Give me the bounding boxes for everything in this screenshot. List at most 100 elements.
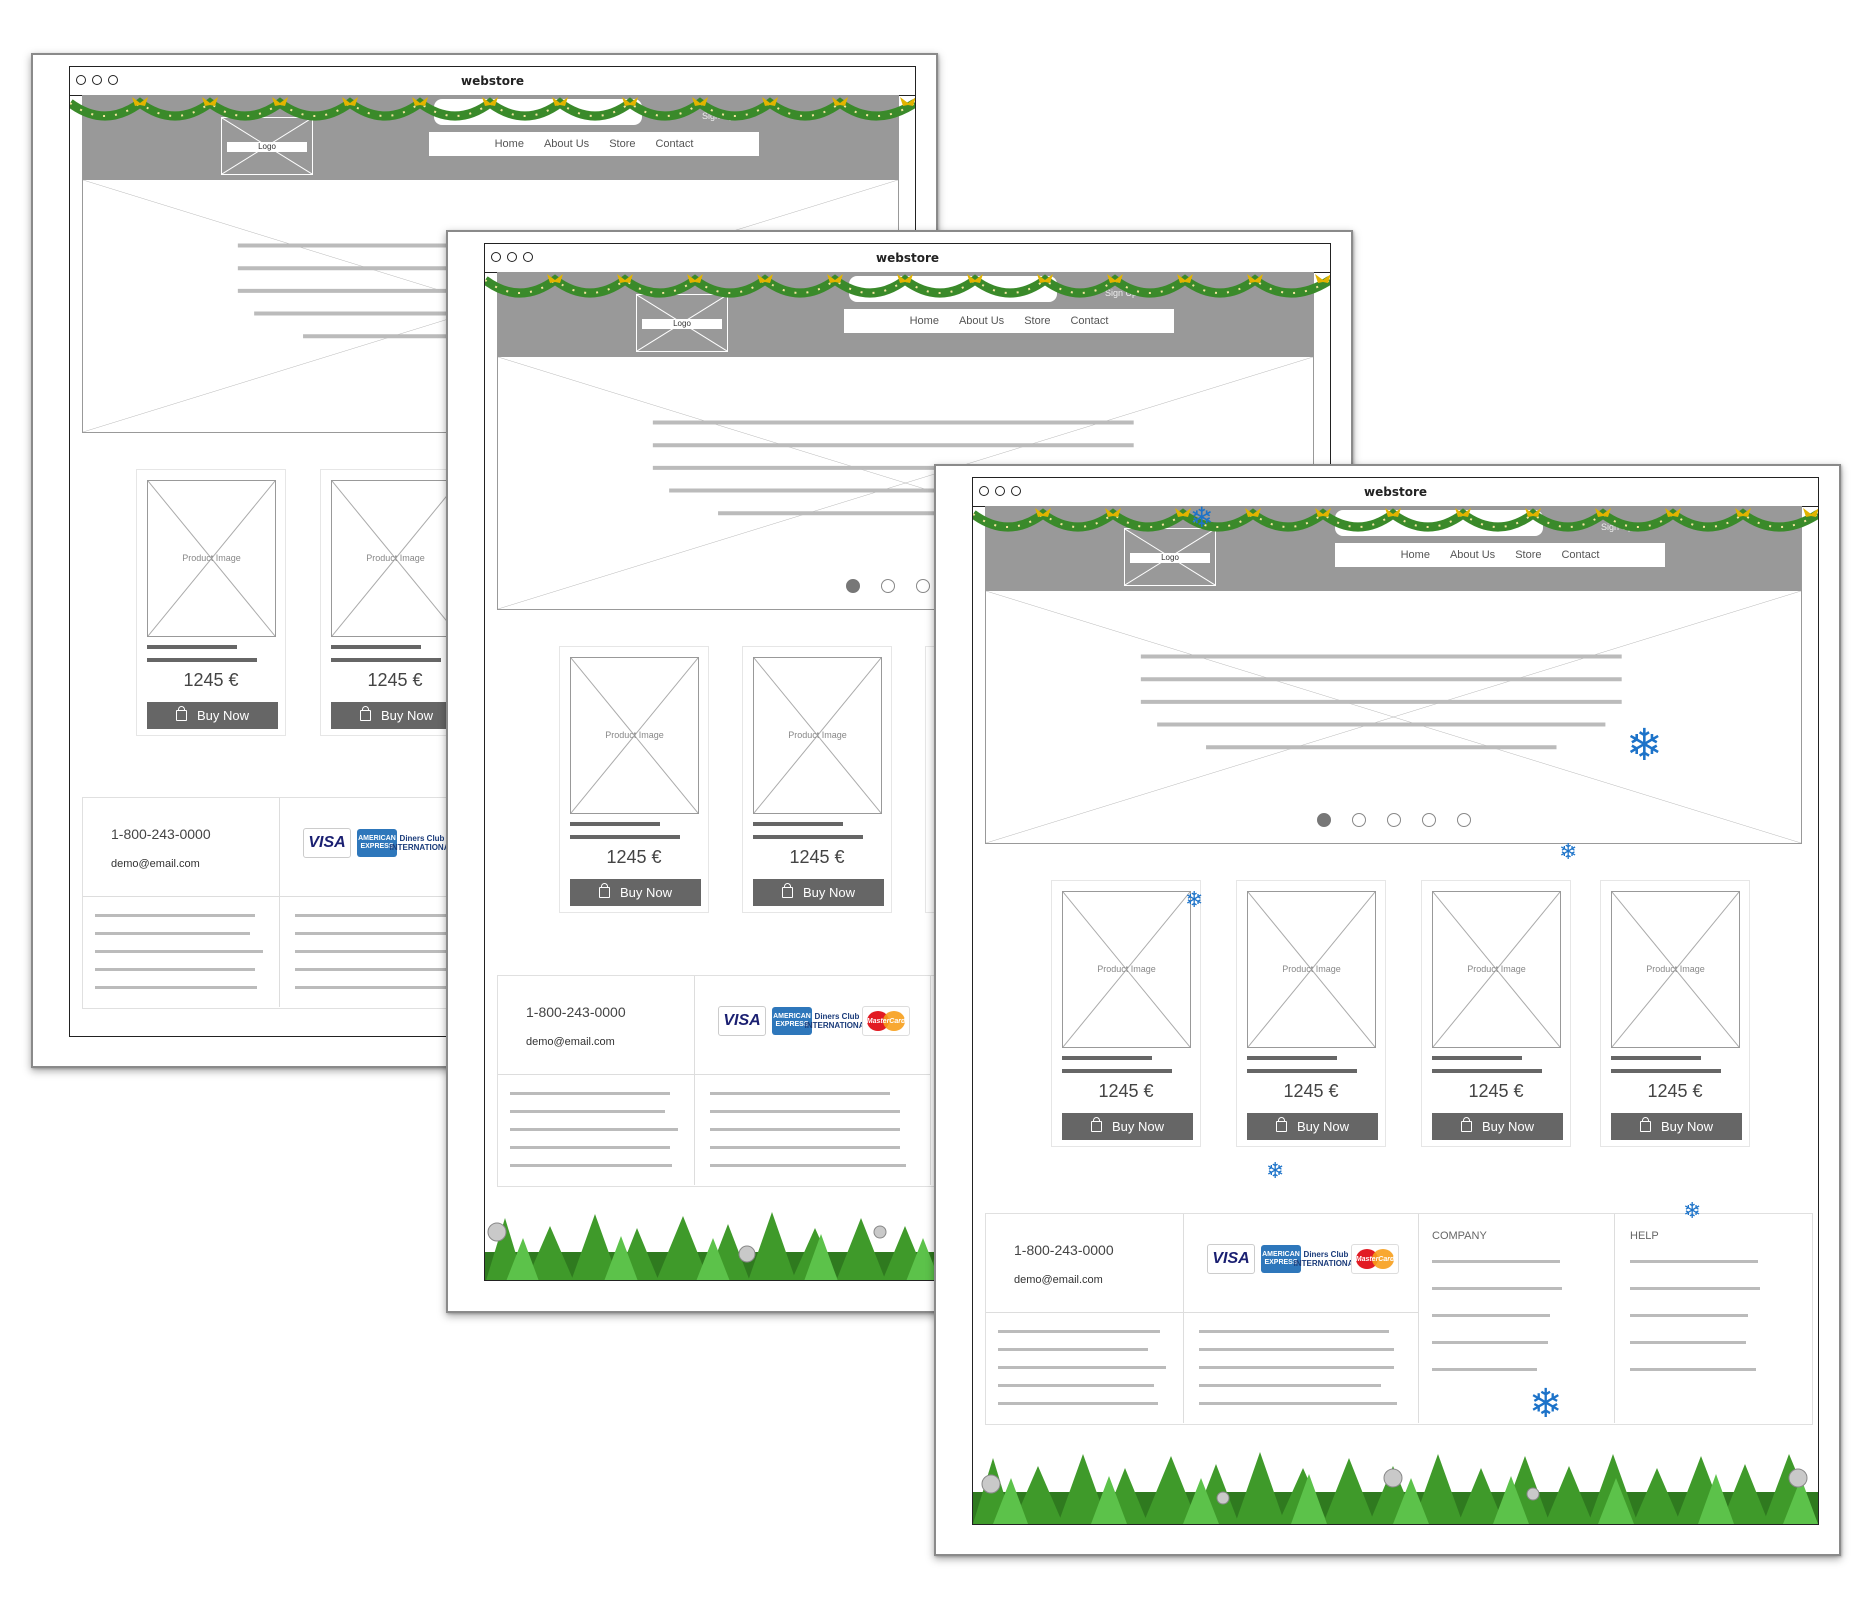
email-address[interactable]: demo@email.com bbox=[1014, 1274, 1103, 1286]
product-card[interactable]: Product Image 1245 € Buy Now bbox=[320, 469, 470, 736]
logo-label: Logo bbox=[642, 319, 722, 329]
buy-now-label: Buy Now bbox=[1296, 1119, 1350, 1134]
main-nav: Home About Us Store Contact bbox=[1335, 543, 1665, 567]
logo-label: Logo bbox=[1130, 553, 1210, 563]
product-image: Product Image bbox=[1611, 891, 1740, 1048]
diners-club-icon: Diners Club INTERNATIONAL bbox=[390, 829, 454, 857]
visa-card-icon: VISA bbox=[303, 828, 351, 858]
slider-dot[interactable] bbox=[846, 579, 860, 593]
main-nav: Home About Us Store Contact bbox=[844, 309, 1174, 333]
product-card[interactable]: Product Image 1245 € Buy Now bbox=[1051, 880, 1201, 1147]
slider-dot[interactable] bbox=[916, 579, 930, 593]
fir-branch-decoration bbox=[973, 1452, 1818, 1524]
diners-club-icon: Diners Club INTERNATIONAL bbox=[1294, 1245, 1358, 1273]
nav-home[interactable]: Home bbox=[1400, 549, 1430, 561]
phone-number[interactable]: 1-800-243-0000 bbox=[111, 826, 211, 842]
buy-now-button[interactable]: Buy Now bbox=[331, 702, 462, 729]
window-controls[interactable] bbox=[76, 75, 118, 85]
slider-dot[interactable] bbox=[1421, 813, 1436, 827]
help-heading: HELP bbox=[1630, 1230, 1659, 1242]
product-card[interactable]: Product Image 1245 € Buy Now bbox=[1421, 880, 1571, 1147]
site-footer: 1-800-243-0000 demo@email.com VISA AMERI… bbox=[497, 975, 1325, 1187]
email-address[interactable]: demo@email.com bbox=[111, 858, 200, 870]
email-address[interactable]: demo@email.com bbox=[526, 1036, 615, 1048]
logo[interactable]: Logo bbox=[1124, 528, 1216, 586]
nav-contact[interactable]: Contact bbox=[1070, 315, 1109, 327]
contact-block: 1-800-243-0000 demo@email.com bbox=[986, 1214, 1184, 1313]
slider-dot[interactable] bbox=[881, 579, 895, 593]
nav-about[interactable]: About Us bbox=[958, 315, 1005, 327]
product-image: Product Image bbox=[570, 657, 699, 814]
product-price: 1245 € bbox=[183, 670, 239, 690]
contact-block: 1-800-243-0000 demo@email.com bbox=[498, 976, 695, 1075]
product-card[interactable]: Product Image 1245 € Buy Now bbox=[1236, 880, 1386, 1147]
site-header: Logo Sign Up Home About Us Store Contact bbox=[82, 95, 899, 179]
nav-store[interactable]: Store bbox=[1024, 315, 1051, 327]
mastercard-icon: MasterCard bbox=[1351, 1244, 1399, 1274]
product-card[interactable]: Product Image 1245 € Buy Now bbox=[136, 469, 286, 736]
mastercard-icon: MasterCard bbox=[862, 1006, 910, 1036]
buy-now-button[interactable]: Buy Now bbox=[1247, 1113, 1378, 1140]
christmas-garland bbox=[973, 508, 1818, 532]
nav-store[interactable]: Store bbox=[1515, 549, 1542, 561]
shopping-bag-icon bbox=[1460, 1117, 1472, 1132]
product-image-label: Product Image bbox=[1467, 964, 1526, 974]
slider-dot[interactable] bbox=[1386, 813, 1401, 827]
product-image: Product Image bbox=[753, 657, 882, 814]
product-card[interactable]: Product Image 1245 € Buy Now bbox=[742, 646, 892, 913]
hero-slider[interactable] bbox=[985, 590, 1802, 844]
visa-card-icon: VISA bbox=[1207, 1244, 1255, 1274]
buy-now-label: Buy Now bbox=[380, 708, 434, 723]
mockup-3: webstore Logo Sign Up Home About Us Stor… bbox=[934, 464, 1841, 1556]
slider-dot[interactable] bbox=[1316, 813, 1331, 827]
buy-now-label: Buy Now bbox=[196, 708, 250, 723]
diners-club-icon: Diners Club INTERNATIONAL bbox=[805, 1007, 869, 1035]
footer-links-col bbox=[1183, 1312, 1419, 1423]
footer-links-col bbox=[986, 1312, 1184, 1423]
company-column: COMPANY bbox=[1418, 1214, 1615, 1423]
logo[interactable]: Logo bbox=[221, 117, 313, 175]
site-footer: 1-800-243-0000 demo@email.com VISA AMERI… bbox=[985, 1213, 1813, 1425]
product-card[interactable]: Product Image 1245 € Buy Now bbox=[559, 646, 709, 913]
window-title: webstore bbox=[461, 74, 524, 88]
buy-now-button[interactable]: Buy Now bbox=[753, 879, 884, 906]
shopping-bag-icon bbox=[359, 706, 371, 721]
amex-card-icon: AMERICAN EXPRESS bbox=[357, 829, 397, 857]
buy-now-label: Buy Now bbox=[619, 885, 673, 900]
buy-now-label: Buy Now bbox=[1481, 1119, 1535, 1134]
buy-now-button[interactable]: Buy Now bbox=[1611, 1113, 1742, 1140]
nav-contact[interactable]: Contact bbox=[1561, 549, 1600, 561]
buy-now-button[interactable]: Buy Now bbox=[1432, 1113, 1563, 1140]
nav-home[interactable]: Home bbox=[909, 315, 939, 327]
product-price: 1245 € bbox=[1098, 1081, 1154, 1101]
nav-about[interactable]: About Us bbox=[1449, 549, 1496, 561]
slider-dot[interactable] bbox=[1351, 813, 1366, 827]
buy-now-button[interactable]: Buy Now bbox=[1062, 1113, 1193, 1140]
window-controls[interactable] bbox=[491, 252, 533, 262]
help-column: HELP bbox=[1614, 1214, 1811, 1423]
slider-dot[interactable] bbox=[1456, 813, 1471, 827]
window-controls[interactable] bbox=[979, 486, 1021, 496]
nav-about[interactable]: About Us bbox=[543, 138, 590, 150]
slider-dots bbox=[986, 813, 1801, 827]
buy-now-label: Buy Now bbox=[1111, 1119, 1165, 1134]
product-image: Product Image bbox=[147, 480, 276, 637]
buy-now-button[interactable]: Buy Now bbox=[570, 879, 701, 906]
phone-number[interactable]: 1-800-243-0000 bbox=[1014, 1242, 1114, 1258]
snowflake-icon: ❄ bbox=[1529, 1381, 1563, 1427]
main-nav: Home About Us Store Contact bbox=[429, 132, 759, 156]
nav-home[interactable]: Home bbox=[494, 138, 524, 150]
product-price: 1245 € bbox=[367, 670, 423, 690]
phone-number[interactable]: 1-800-243-0000 bbox=[526, 1004, 626, 1020]
browser-titlebar: webstore bbox=[485, 244, 1330, 273]
signup-link[interactable]: Sign Up bbox=[1105, 288, 1138, 298]
window-title: webstore bbox=[876, 251, 939, 265]
product-card[interactable]: Product Image 1245 € Buy Now bbox=[1600, 880, 1750, 1147]
buy-now-button[interactable]: Buy Now bbox=[147, 702, 278, 729]
nav-contact[interactable]: Contact bbox=[655, 138, 694, 150]
snowflake-icon: ❄ bbox=[1185, 888, 1204, 913]
nav-store[interactable]: Store bbox=[609, 138, 636, 150]
buy-now-label: Buy Now bbox=[1660, 1119, 1714, 1134]
payment-methods: VISA AMERICAN EXPRESS Diners Club INTERN… bbox=[694, 976, 931, 1075]
logo[interactable]: Logo bbox=[636, 294, 728, 352]
